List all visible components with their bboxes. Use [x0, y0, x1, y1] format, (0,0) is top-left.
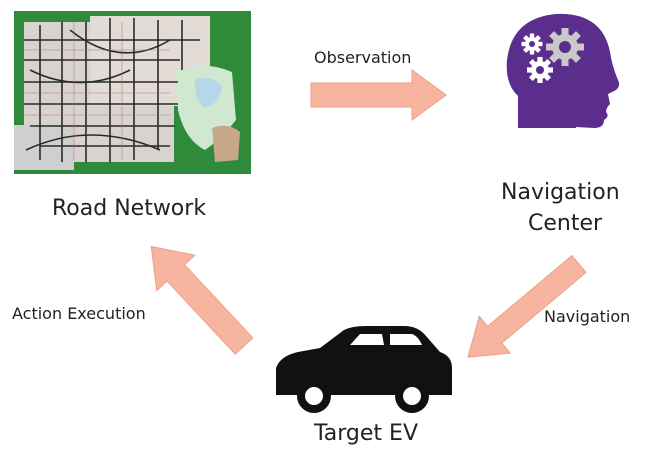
observation-arrow — [310, 69, 447, 121]
road-network-map — [14, 11, 251, 174]
navigation-edge-label: Navigation — [544, 307, 631, 326]
observation-edge-label: Observation — [314, 48, 412, 67]
car-icon — [276, 326, 452, 413]
target-ev-label: Target EV — [314, 421, 419, 446]
navigation-center-label-line1: Navigation — [501, 180, 620, 205]
action-execution-arrow — [150, 245, 254, 355]
road-network-label: Road Network — [52, 196, 207, 221]
navigation-center-label-line2: Center — [528, 211, 603, 236]
navigation-arrow — [467, 254, 587, 358]
head-with-gears-icon — [506, 13, 620, 128]
action-execution-edge-label: Action Execution — [12, 304, 146, 323]
